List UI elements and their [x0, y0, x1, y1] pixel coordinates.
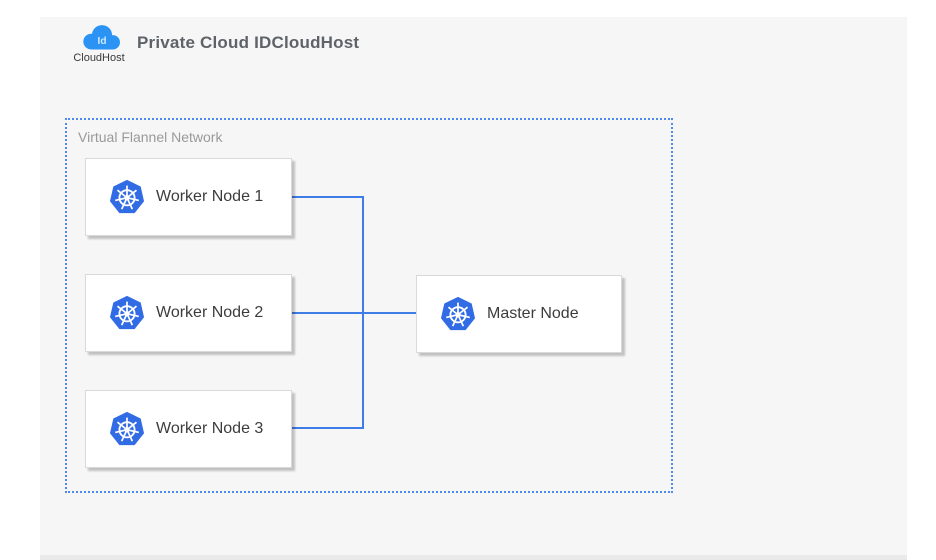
- connector-line-worker3: [292, 427, 363, 429]
- node-label-master: Master Node: [487, 305, 579, 322]
- node-label-worker-1: Worker Node 1: [156, 188, 264, 205]
- connector-line-spine: [362, 196, 364, 429]
- connector-line-worker2-master: [292, 312, 416, 314]
- logo-brand-text: CloudHost: [73, 52, 125, 64]
- node-label-worker-2: Worker Node 2: [156, 304, 264, 321]
- flannel-network-boundary: [65, 118, 673, 493]
- node-label-worker-3: Worker Node 3: [156, 420, 264, 437]
- kubernetes-icon: [109, 411, 145, 446]
- connector-line-worker1: [292, 196, 363, 198]
- node-card-worker-1: Worker Node 1: [85, 158, 292, 236]
- idcloudhost-cloud-logo-icon: Id: [83, 25, 120, 50]
- kubernetes-icon: [440, 296, 476, 331]
- node-card-master: Master Node: [416, 275, 622, 353]
- node-card-worker-2: Worker Node 2: [85, 274, 292, 352]
- logo-badge-text: Id: [98, 36, 107, 47]
- kubernetes-icon: [109, 295, 145, 330]
- page-title: Private Cloud IDCloudHost: [137, 33, 360, 52]
- flannel-network-label: Virtual Flannel Network: [78, 129, 223, 145]
- node-card-worker-3: Worker Node 3: [85, 390, 292, 468]
- kubernetes-icon: [109, 179, 145, 214]
